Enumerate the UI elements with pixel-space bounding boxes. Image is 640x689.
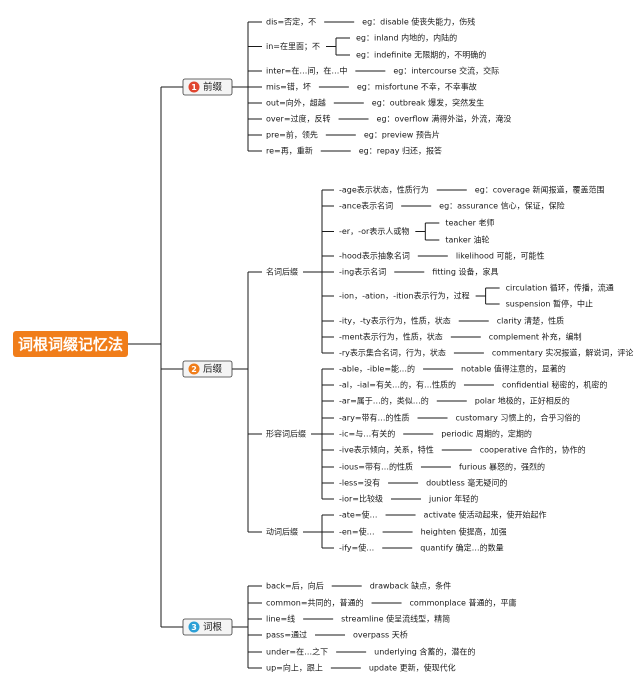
leaf-example: streamline 使呈流线型，精简	[341, 614, 450, 624]
leaf-term: -ance表示名词	[339, 201, 393, 211]
category-label: 前缀	[203, 81, 223, 93]
leaf-example: cooperative 合作的，协作的	[480, 445, 586, 455]
leaf-term: over=过度，反转	[266, 114, 331, 124]
leaf-example: underlying 含蓄的，潜在的	[374, 647, 475, 657]
leaf-term: -ive表示倾向，关系，特性	[339, 445, 434, 455]
leaf-term: -ious=带有…的性质	[339, 462, 413, 472]
leaf-example: furious 暴怒的，强烈的	[459, 462, 545, 472]
leaf-example: suspension 暂停，中止	[506, 299, 593, 309]
category-label: 词根	[203, 621, 223, 633]
leaf-example: fitting 设备，家具	[432, 267, 498, 277]
leaf-example: confidential 秘密的，机密的	[502, 380, 608, 390]
leaf-example: teacher 老师	[445, 218, 494, 228]
root-node	[13, 331, 128, 357]
leaf-term: -er，-or表示人或物	[339, 226, 409, 236]
leaf-example: notable 值得注意的，显著的	[461, 364, 566, 374]
leaf-example: eg：indefinite 无限期的，不明确的	[356, 50, 486, 60]
leaf-example: eg：misfortune 不幸，不幸事故	[357, 82, 477, 92]
leaf-example: activate 使活动起来，使开始起作	[424, 510, 547, 520]
leaf-example: junior 年轻的	[428, 494, 478, 504]
leaf-term: dis=否定，不	[266, 17, 316, 27]
leaf-term: -en=使…	[339, 527, 375, 537]
leaf-example: eg：disable 使丧失能力，伤残	[362, 17, 475, 27]
leaf-example: eg：preview 预告片	[364, 130, 440, 140]
leaf-example: eg：outbreak 爆发，突然发生	[372, 98, 484, 108]
leaf-term: line=线	[266, 614, 295, 624]
leaf-term: -ment表示行为，性质，状态	[339, 332, 443, 342]
leaf-term: inter=在…间，在…中	[266, 66, 347, 76]
leaf-example: eg：intercourse 交流，交际	[393, 66, 499, 76]
leaf-term: pass=通过	[266, 630, 307, 640]
category-number: 3	[191, 623, 197, 632]
leaf-example: commentary 实况报道，解说词，评论	[492, 348, 633, 358]
leaf-term: up=向上，跟上	[266, 663, 323, 673]
leaf-example: circulation 循环，传播，流通	[506, 283, 614, 293]
leaf-example: overpass 天桥	[353, 630, 408, 640]
category-number-badge	[188, 621, 200, 633]
leaf-term: -ate=使…	[339, 510, 378, 520]
leaf-example: quantify 确定…的数量	[420, 543, 503, 553]
leaf-term: -age表示状态，性质行为	[339, 185, 429, 195]
leaf-term: -ify=使…	[339, 543, 374, 553]
category-number: 2	[191, 365, 197, 374]
leaf-term: -al，-ial=有关…的，有…性质的	[339, 380, 456, 390]
leaf-term: -ion，-ation，-ition表示行为，过程	[339, 291, 470, 301]
leaf-term: mis=错，坏	[266, 82, 311, 92]
leaf-example: heighten 使提高，加强	[421, 527, 507, 537]
leaf-example: eg：coverage 新闻报道，覆盖范围	[475, 185, 605, 195]
leaf-example: customary 习惯上的，合乎习俗的	[456, 413, 581, 423]
leaf-example: commonplace 普通的，平庸	[410, 598, 517, 608]
category-number-badge	[188, 81, 200, 93]
leaf-term: in=在里面；不	[266, 41, 320, 51]
leaf-example: eg：inland 内地的，内陆的	[356, 33, 457, 43]
leaf-term: common=共同的，普通的	[266, 598, 364, 608]
leaf-term: pre=前，领先	[266, 130, 318, 140]
leaf-example: drawback 缺点，条件	[370, 581, 451, 591]
category-label: 后缀	[203, 363, 223, 375]
leaf-term: re=再，重新	[266, 146, 313, 156]
category-number: 1	[191, 83, 197, 92]
leaf-example: eg：repay 归还，报答	[359, 146, 442, 156]
leaf-example: periodic 周期的，定期的	[441, 429, 532, 439]
leaf-term: -ing表示名词	[339, 267, 386, 277]
leaf-term: back=后，向后	[266, 581, 324, 591]
leaf-example: tanker 油轮	[445, 235, 489, 245]
group-label: 动词后缀	[266, 527, 298, 537]
leaf-term: -ior=比较级	[339, 494, 383, 504]
leaf-term: -hood表示抽象名词	[339, 251, 410, 261]
leaf-example: polar 地极的，正好相反的	[475, 396, 570, 406]
leaf-example: update 更新，使现代化	[369, 663, 456, 673]
leaf-term: under=在…之下	[266, 647, 328, 657]
root-title: 词根词缀记忆法	[18, 336, 123, 354]
leaf-term: -less=没有	[339, 478, 380, 488]
leaf-example: doubtless 毫无疑问的	[426, 478, 507, 488]
leaf-term: -ry表示集合名词，行为，状态	[339, 348, 446, 358]
leaf-example: eg：overflow 满得外溢，外流，淹没	[377, 114, 512, 124]
group-label: 形容词后缀	[266, 429, 306, 439]
leaf-term: -ic=与…有关的	[339, 429, 395, 439]
leaf-term: out=向外，超越	[266, 98, 326, 108]
leaf-term: -able，-ible=能…的	[339, 364, 415, 374]
leaf-example: clarity 清楚，性质	[497, 316, 564, 326]
leaf-term: -ary=带有…的性质	[339, 413, 410, 423]
leaf-term: -ar=属于…的，类似…的	[339, 396, 429, 406]
leaf-example: complement 补充，编制	[489, 332, 582, 342]
group-label: 名词后缀	[266, 267, 298, 277]
leaf-example: likelihood 可能，可能性	[456, 251, 545, 261]
category-number-badge	[188, 363, 200, 375]
leaf-example: eg：assurance 信心，保证，保险	[439, 201, 564, 211]
leaf-term: -ity，-ty表示行为，性质，状态	[339, 316, 451, 326]
